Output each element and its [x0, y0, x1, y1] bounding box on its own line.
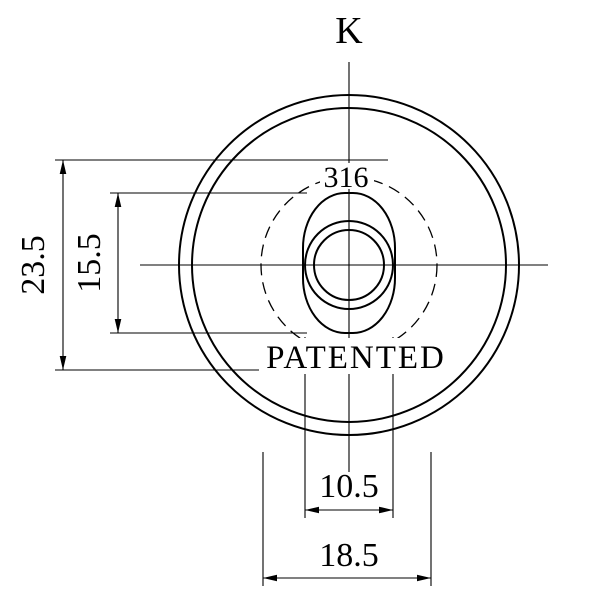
grade-text-mask: [320, 163, 374, 189]
dim-slot-width-label: 10.5: [319, 468, 379, 505]
slot-outline: [302, 192, 396, 334]
dim-hub-width-arrow-right: [417, 574, 431, 582]
hole-outer-circle: [304, 220, 394, 310]
dim-slot-width-arrow-left: [305, 506, 319, 514]
dim-hub-width-label: 18.5: [319, 537, 379, 574]
patented-label: PATENTED: [266, 340, 446, 376]
dim-outer-height-arrow-top: [59, 160, 67, 174]
dim-slot-height-arrow-bottom: [114, 319, 122, 333]
rim-circle: [191, 107, 507, 423]
grade-label: 316: [324, 161, 369, 194]
dim-outer-height-arrow-bottom: [59, 356, 67, 370]
dim-hub-width-arrow-left: [263, 574, 277, 582]
dim-slot-width-arrow-right: [379, 506, 393, 514]
hole-bore-circle: [313, 229, 385, 301]
dim-slot-height-arrow-top: [114, 193, 122, 207]
dim-outer-height-label: 23.5: [15, 235, 52, 295]
dim-slot-height-label: 15.5: [71, 233, 108, 293]
outer-profile-circle: [178, 94, 520, 436]
section-label: K: [335, 10, 363, 52]
patent-text-mask: [259, 338, 455, 374]
